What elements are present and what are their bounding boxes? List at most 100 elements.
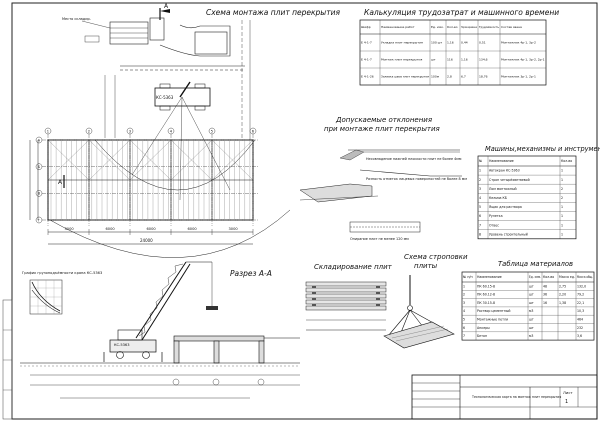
calc-title: Калькуляция трудозатрат и машинного врем… xyxy=(364,8,559,17)
materials-header: № п/п xyxy=(463,275,473,279)
side-stamp xyxy=(2,299,13,420)
crane-reach-arcs xyxy=(49,96,291,258)
calc-cell: 100 шт xyxy=(431,41,442,45)
materials-cell: м3 xyxy=(529,334,533,338)
calc-cell: 6,7 xyxy=(461,75,466,79)
svg-text:А: А xyxy=(58,179,63,186)
svg-text:Разность отметок лицевых повер: Разность отметок лицевых поверхностей не… xyxy=(366,177,467,181)
calc-header: Наименование работ xyxy=(381,25,415,29)
machines-cell: 1 xyxy=(561,232,563,236)
materials-cell: 48 xyxy=(543,284,547,288)
access-road xyxy=(120,20,251,140)
machines-cell: Строп четырёхветвевой xyxy=(489,178,530,182)
graph-title: График грузоподъёмности крана КС-5363 xyxy=(22,271,102,275)
materials-cell: шт xyxy=(529,326,534,330)
svg-text:Место складир.: Место складир. xyxy=(62,17,91,21)
materials-cell: 2,20 xyxy=(559,293,566,297)
machines-cell: 2 xyxy=(479,178,481,182)
axis-bubble xyxy=(35,136,43,144)
axis-bubble xyxy=(35,190,43,197)
building-section xyxy=(20,335,300,367)
materials-cell: 4 xyxy=(463,309,465,313)
materials-cell: Бетон xyxy=(477,334,487,338)
materials-header: Наименование xyxy=(477,275,502,279)
crane-section: КС-5363 xyxy=(103,261,218,362)
axis-number: 2 xyxy=(88,129,90,133)
materials-header: Масса общ. xyxy=(577,275,593,279)
materials-cell: 232 xyxy=(577,326,583,330)
machines-cell: 1 xyxy=(561,205,563,209)
materials-cell: 3 xyxy=(463,301,465,305)
machines-header: Наименование xyxy=(489,159,514,163)
machines-cell: 1 xyxy=(561,214,563,218)
machines-cell: 1 xyxy=(561,169,563,173)
calc-cell: 0,51 xyxy=(479,41,486,45)
axis-number: 3 xyxy=(129,129,131,133)
axis-bubble xyxy=(167,127,175,135)
load-capacity-graph xyxy=(29,279,63,315)
materials-cell: 2 xyxy=(463,293,465,297)
svg-text:Опирание плит не менее 120 мм: Опирание плит не менее 120 мм xyxy=(350,237,409,241)
crane-plan: КС-5363 xyxy=(154,81,211,111)
materials-cell: 16 xyxy=(543,301,547,305)
axis-bubble xyxy=(85,127,93,135)
machines-cell: 4 xyxy=(479,196,481,200)
materials-cell: 464 xyxy=(577,317,583,321)
stamp-project: Технологическая карта на монтаж плит пер… xyxy=(471,395,561,399)
plan-dim: 6000 xyxy=(106,227,116,231)
materials-header: Кол-во xyxy=(543,275,554,279)
machines-cell: 8 xyxy=(479,232,481,236)
axis-bubble xyxy=(249,127,257,135)
sheet-frame xyxy=(11,2,598,420)
plan-left-dims xyxy=(29,140,39,220)
calc-header: Трудоёмкость xyxy=(478,25,499,29)
machines-cell: Ящик для раствора xyxy=(489,205,522,209)
materials-cell: ПК 30.15-8 xyxy=(477,301,495,305)
materials-cell: Монтажные петли xyxy=(477,317,508,321)
axis-letter: Б xyxy=(38,165,41,169)
calc-cell: Монтажник 3р-1, 2р-1 xyxy=(501,75,536,79)
calc-cell: 18,76 xyxy=(479,75,488,79)
materials-cell: 3,6 xyxy=(577,334,582,338)
machines-cell: 1 xyxy=(561,178,563,182)
machines-cell: 3 xyxy=(479,187,481,191)
svg-text:А: А xyxy=(164,3,169,10)
svg-text:КС-5363: КС-5363 xyxy=(156,95,174,100)
materials-cell: 10,3 xyxy=(577,309,584,313)
axis-bubble xyxy=(35,216,43,224)
materials-cell: 1,38 xyxy=(559,301,566,305)
materials-cell: 2,75 xyxy=(559,284,566,288)
section-marker-top: А xyxy=(159,3,170,20)
machines-cell: Уровень строительный xyxy=(489,232,528,236)
machines-header: Кол-во xyxy=(561,159,572,163)
sling-title-1: Схема строповки xyxy=(404,253,468,261)
materials-cell: шт xyxy=(529,284,534,288)
machines-cell: Лом монтажный xyxy=(489,187,517,191)
machines-cell: Кельма КБ xyxy=(489,196,507,200)
section-title: Разрез А-А xyxy=(230,269,272,278)
slab-stack xyxy=(305,281,387,331)
calc-cell: Монтажник 4р-1, 3р-2 xyxy=(501,41,536,45)
machines-cell: 2 xyxy=(561,187,563,191)
materials-cell: 132,0 xyxy=(577,284,586,288)
machines-title: Машины,механизмы и инструменты xyxy=(485,145,600,153)
machines-cell: 7 xyxy=(479,223,481,227)
materials-cell: шт xyxy=(529,293,534,297)
calc-cell: 134,6 xyxy=(479,58,488,62)
machines-cell: 1 xyxy=(561,223,563,227)
plan-dim: 3000 xyxy=(65,227,75,231)
plan-dim: 3000 xyxy=(229,227,239,231)
storage-area: Место складир. xyxy=(62,17,165,45)
materials-cell: 36 xyxy=(543,293,547,297)
materials-cell: м3 xyxy=(529,309,533,313)
machines-cell: 5 xyxy=(479,205,481,209)
calc-header: Кол-во xyxy=(447,25,458,29)
calc-cell: Укладка плит перекрытия xyxy=(381,41,423,45)
calc-cell: Е 4-1-26 xyxy=(361,75,374,79)
machines-cell: Отвес xyxy=(489,223,499,227)
